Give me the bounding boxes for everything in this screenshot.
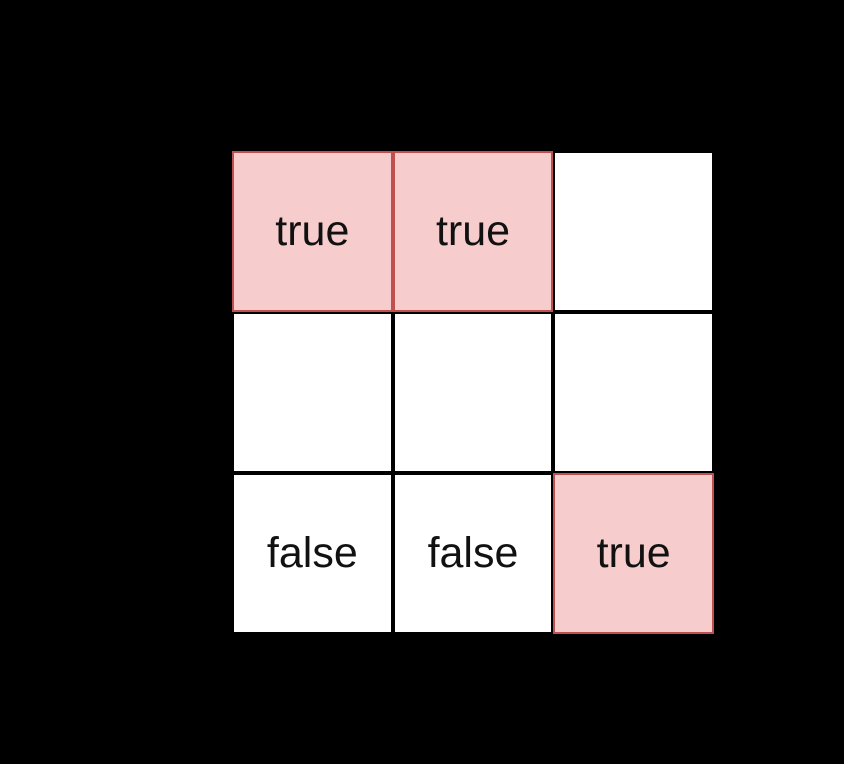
grid-cell-r1-c3[interactable] <box>553 151 714 312</box>
grid-cell-r3-c3[interactable]: true <box>553 473 714 634</box>
grid-cell-label: false <box>266 529 358 577</box>
grid-cell-r1-c2[interactable]: true <box>392 151 554 312</box>
grid-cell-label: true <box>275 207 350 255</box>
grid-cell-r2-c1[interactable] <box>232 312 393 473</box>
grid-cell-r3-c1[interactable]: false <box>232 473 393 634</box>
grid-cell-r2-c3[interactable] <box>553 312 714 473</box>
grid-cell-label: false <box>427 529 519 577</box>
grid-cell-r3-c2[interactable]: false <box>392 473 554 634</box>
grid-cell-r2-c2[interactable] <box>392 312 554 473</box>
grid-cell-label: true <box>596 529 671 577</box>
boolean-truth-grid: true true false false true <box>232 151 714 634</box>
grid-cell-r1-c1[interactable]: true <box>232 151 393 312</box>
grid-cell-label: true <box>435 207 511 255</box>
